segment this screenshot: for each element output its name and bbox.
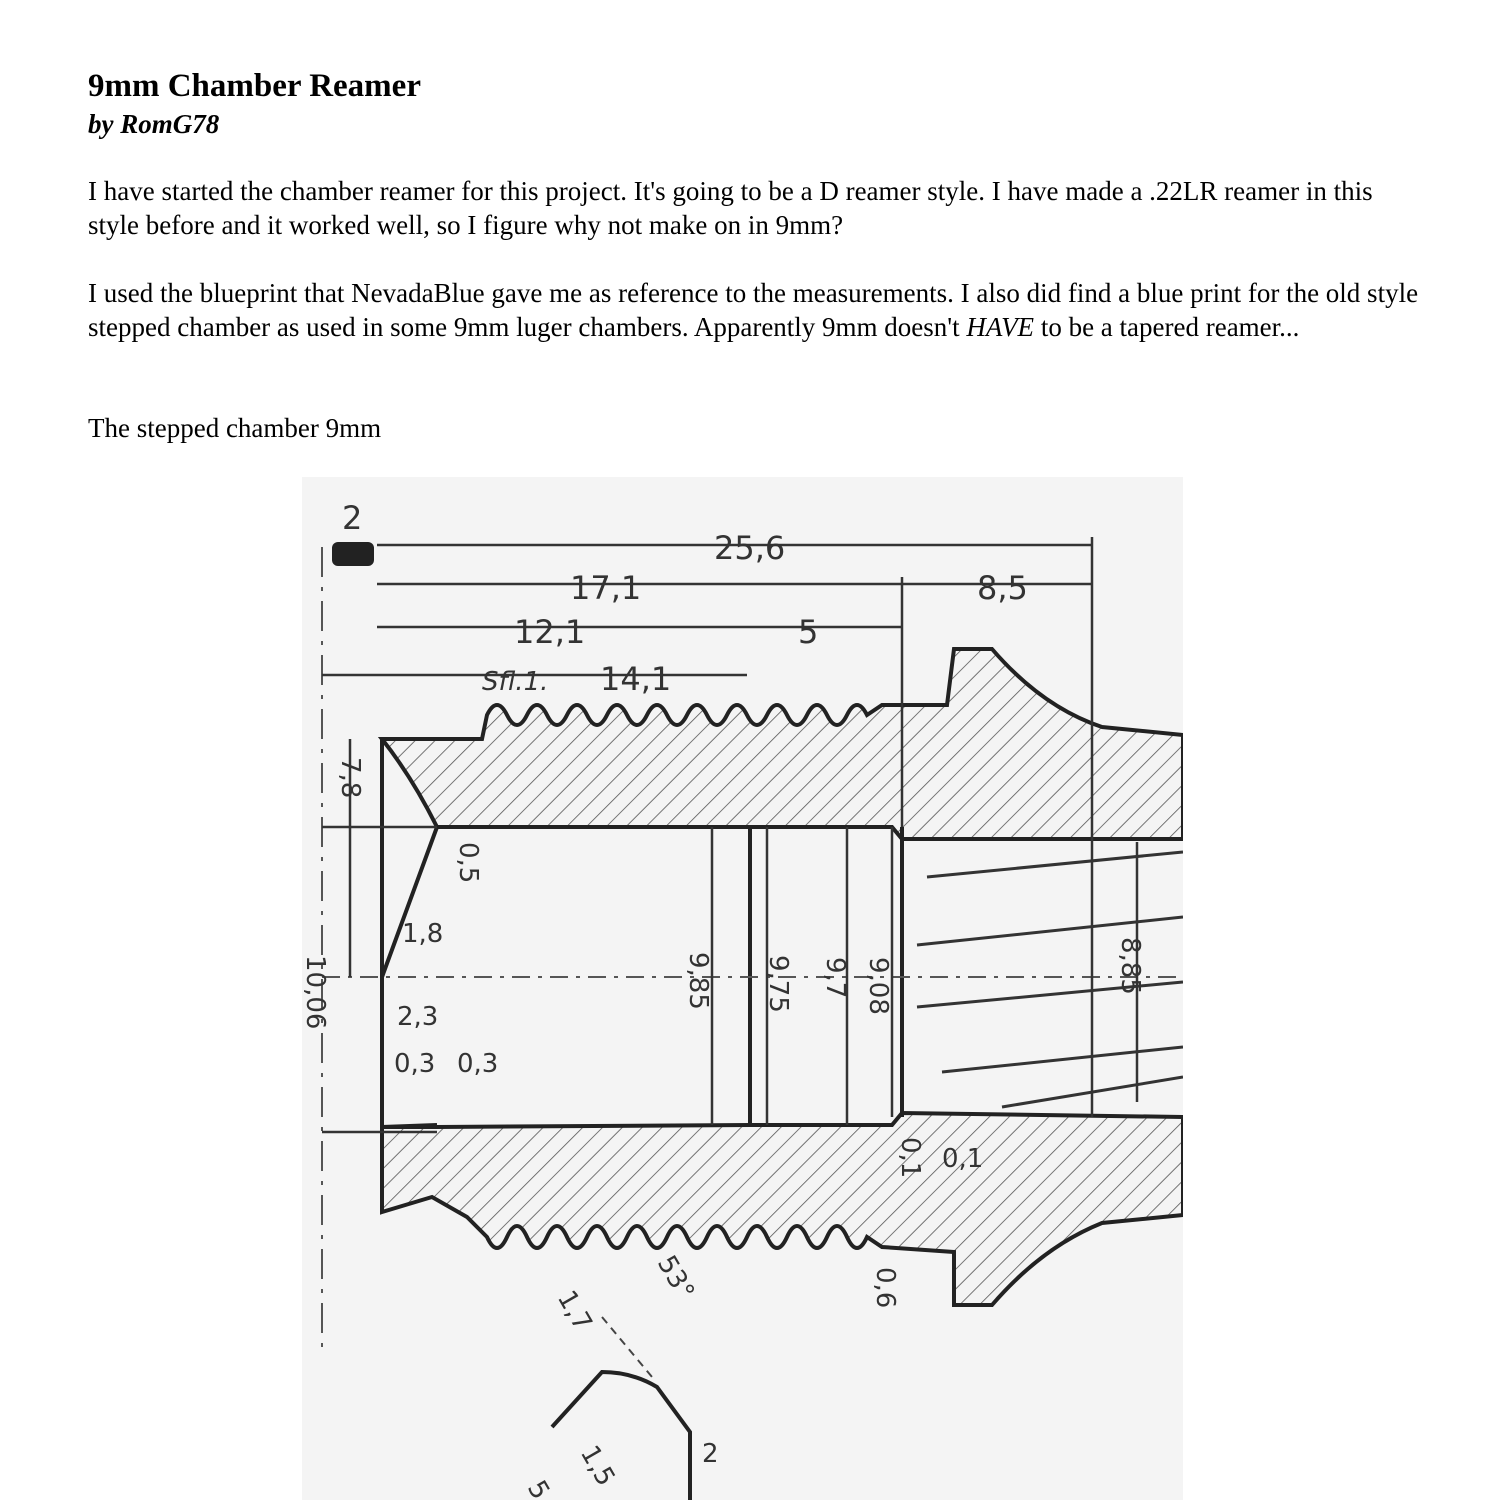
label-dia-9-75: 9,75	[763, 955, 793, 1013]
label-dia-10-06: 10,06	[302, 955, 330, 1029]
label-angle-53: 53°	[651, 1251, 700, 1306]
dimension-lines	[322, 537, 1139, 1134]
paragraph-blueprint-emphasis: HAVE	[966, 312, 1035, 342]
label-dia-9-08: 9,08	[863, 957, 893, 1015]
label-dim-5: 5	[521, 1476, 555, 1500]
label-dim-0-6: 0,6	[870, 1267, 900, 1308]
rifling-lines	[916, 850, 1183, 1109]
article-title: 9mm Chamber Reamer	[88, 68, 421, 104]
paragraph-blueprint: I used the blueprint that NevadaBlue gav…	[88, 276, 1428, 344]
label-dim-0-5: 0,5	[453, 842, 483, 883]
label-dim-0-3-b: 0,3	[457, 1049, 498, 1079]
label-dim-2: 2	[702, 1439, 719, 1469]
label-dim-0-3-a: 0,3	[394, 1049, 435, 1079]
detail-guide	[601, 1316, 653, 1378]
paragraph-blueprint-text-a: I used the blueprint that NevadaBlue gav…	[88, 278, 1419, 342]
top-marker-block	[332, 542, 374, 566]
label-thread-note: Sfl.1.	[482, 667, 548, 697]
label-len-12-1: 12,1	[514, 613, 585, 651]
chamber-blueprint-drawing: 2 25,6 17,1 8,5 12,1 5 Sfl.1. 14,1 7,8 0…	[302, 499, 1183, 1500]
label-dim-0-1-b: 0,1	[942, 1144, 983, 1174]
paragraph-blueprint-text-b: to be a tapered reamer...	[1034, 312, 1300, 342]
label-dim-1-8: 1,8	[402, 919, 443, 949]
label-dia-8-85: 8,85	[1115, 937, 1145, 995]
reamer-tooth-detail	[550, 1369, 692, 1500]
barrel-section-upper	[377, 647, 1183, 841]
label-len-17-1: 17,1	[570, 569, 641, 607]
label-len-5: 5	[798, 613, 818, 651]
label-overall-length: 25,6	[714, 529, 785, 567]
label-dim-2-3: 2,3	[397, 1002, 438, 1032]
label-top-marker: 2	[342, 499, 362, 537]
label-dim-0-1-a: 0,1	[895, 1137, 925, 1178]
label-dim-1-7: 1,7	[551, 1286, 598, 1337]
label-len-14-1: 14,1	[600, 660, 671, 698]
barrel-section-lower	[380, 1110, 1183, 1307]
label-len-8-5: 8,5	[977, 569, 1028, 607]
label-dia-9-7: 9,7	[820, 957, 850, 998]
paragraph-intro: I have started the chamber reamer for th…	[88, 176, 1373, 240]
label-dia-9-85: 9,85	[683, 952, 713, 1010]
figure-caption: The stepped chamber 9mm	[88, 413, 382, 443]
label-dim-1-5: 1,5	[574, 1441, 621, 1492]
article-byline: by RomG78	[88, 109, 220, 139]
chamber-blueprint-figure: 2 25,6 17,1 8,5 12,1 5 Sfl.1. 14,1 7,8 0…	[302, 477, 1183, 1500]
label-dia-7-8: 7,8	[335, 757, 365, 798]
